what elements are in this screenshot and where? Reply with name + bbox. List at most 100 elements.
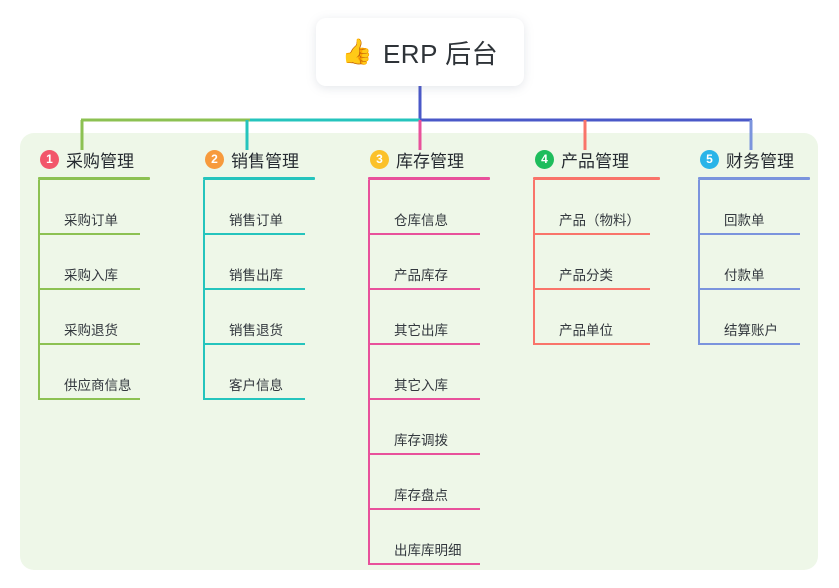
list-item-rule [38, 288, 140, 290]
column-underline-4 [533, 177, 660, 180]
list-item-label: 其它出库 [394, 323, 448, 338]
list-item-rule [203, 398, 305, 400]
column-title-3: 库存管理 [396, 151, 464, 171]
list-item[interactable]: 产品分类 [533, 235, 698, 290]
root-title: ERP 后台 [382, 38, 499, 69]
column-underline-1 [38, 177, 150, 180]
column-badge-2: 2 [205, 149, 224, 169]
list-item-rule [368, 343, 480, 345]
list-item[interactable]: 客户信息 [203, 345, 353, 400]
list-item-rule [698, 288, 800, 290]
list-item-rule [698, 343, 800, 345]
list-item[interactable]: 仓库信息 [368, 180, 528, 235]
column-title-5: 财务管理 [726, 151, 794, 171]
list-item-rule [38, 398, 140, 400]
list-item[interactable]: 销售退货 [203, 290, 353, 345]
column-header-3[interactable]: 3 库存管理 [368, 146, 528, 172]
list-item-label: 客户信息 [229, 378, 283, 393]
column-3: 3 库存管理仓库信息产品库存其它出库其它入库库存调拨库存盘点出库库明细 [368, 146, 528, 565]
list-item[interactable]: 其它出库 [368, 290, 528, 345]
column-items-3: 仓库信息产品库存其它出库其它入库库存调拨库存盘点出库库明细 [368, 180, 528, 565]
list-item[interactable]: 采购退货 [38, 290, 188, 345]
list-item-label: 销售出库 [229, 268, 283, 283]
list-item-rule [368, 563, 480, 565]
column-header-5[interactable]: 5 财务管理 [698, 146, 839, 172]
column-items-5: 回款单付款单结算账户 [698, 180, 839, 345]
column-title-4: 产品管理 [561, 151, 629, 171]
column-underline-3 [368, 177, 490, 180]
list-item[interactable]: 产品（物料） [533, 180, 698, 235]
content-panel [20, 133, 818, 570]
list-item-label: 销售退货 [229, 323, 283, 338]
list-item[interactable]: 产品单位 [533, 290, 698, 345]
list-item-label: 供应商信息 [64, 378, 132, 393]
column-badge-4: 4 [535, 149, 554, 169]
list-item-label: 库存调拨 [394, 433, 448, 448]
list-item-rule [38, 343, 140, 345]
column-spine-2 [203, 180, 205, 400]
column-items-2: 销售订单销售出库销售退货客户信息 [203, 180, 353, 400]
column-header-4[interactable]: 4 产品管理 [533, 146, 698, 172]
list-item-rule [368, 453, 480, 455]
column-title-1: 采购管理 [66, 151, 134, 171]
list-item-rule [203, 343, 305, 345]
column-spine-1 [38, 180, 40, 400]
list-item-label: 付款单 [724, 268, 765, 283]
list-item-label: 其它入库 [394, 378, 448, 393]
list-item[interactable]: 采购订单 [38, 180, 188, 235]
list-item-label: 产品库存 [394, 268, 448, 283]
column-underline-5 [698, 177, 810, 180]
list-item-label: 出库库明细 [394, 543, 462, 558]
list-item-label: 仓库信息 [394, 213, 448, 228]
list-item-label: 回款单 [724, 213, 765, 228]
list-item-label: 产品分类 [559, 268, 613, 283]
list-item[interactable]: 其它入库 [368, 345, 528, 400]
column-badge-3: 3 [370, 149, 389, 169]
list-item-label: 产品单位 [559, 323, 613, 338]
column-spine-4 [533, 180, 535, 345]
column-spine-5 [698, 180, 700, 345]
list-item-rule [698, 233, 800, 235]
list-item-label: 采购订单 [64, 213, 118, 228]
list-item-rule [533, 343, 650, 345]
column-1: 1 采购管理采购订单采购入库采购退货供应商信息 [38, 146, 188, 400]
list-item-label: 销售订单 [229, 213, 283, 228]
list-item[interactable]: 销售订单 [203, 180, 353, 235]
list-item[interactable]: 结算账户 [698, 290, 839, 345]
list-item-rule [368, 288, 480, 290]
column-underline-2 [203, 177, 315, 180]
list-item[interactable]: 库存盘点 [368, 455, 528, 510]
list-item[interactable]: 产品库存 [368, 235, 528, 290]
column-spine-3 [368, 180, 370, 565]
list-item-label: 采购退货 [64, 323, 118, 338]
list-item-rule [368, 398, 480, 400]
thumbs-up-icon: 👍 [341, 37, 373, 66]
list-item-rule [533, 288, 650, 290]
list-item-label: 产品（物料） [559, 213, 640, 228]
list-item-rule [533, 233, 650, 235]
list-item-label: 结算账户 [724, 323, 778, 338]
list-item-rule [203, 233, 305, 235]
column-header-1[interactable]: 1 采购管理 [38, 146, 188, 172]
list-item[interactable]: 供应商信息 [38, 345, 188, 400]
list-item-rule [368, 508, 480, 510]
column-items-4: 产品（物料） 产品分类产品单位 [533, 180, 698, 345]
list-item-rule [203, 288, 305, 290]
column-badge-1: 1 [40, 149, 59, 169]
column-badge-5: 5 [700, 149, 719, 169]
column-items-1: 采购订单采购入库采购退货供应商信息 [38, 180, 188, 400]
list-item[interactable]: 出库库明细 [368, 510, 528, 565]
list-item[interactable]: 销售出库 [203, 235, 353, 290]
list-item-label: 采购入库 [64, 268, 118, 283]
list-item-label: 库存盘点 [394, 488, 448, 503]
list-item-rule [38, 233, 140, 235]
list-item[interactable]: 采购入库 [38, 235, 188, 290]
list-item[interactable]: 回款单 [698, 180, 839, 235]
list-item[interactable]: 付款单 [698, 235, 839, 290]
list-item-rule [368, 233, 480, 235]
root-node[interactable]: 👍 ERP 后台 [316, 18, 524, 86]
list-item[interactable]: 库存调拨 [368, 400, 528, 455]
